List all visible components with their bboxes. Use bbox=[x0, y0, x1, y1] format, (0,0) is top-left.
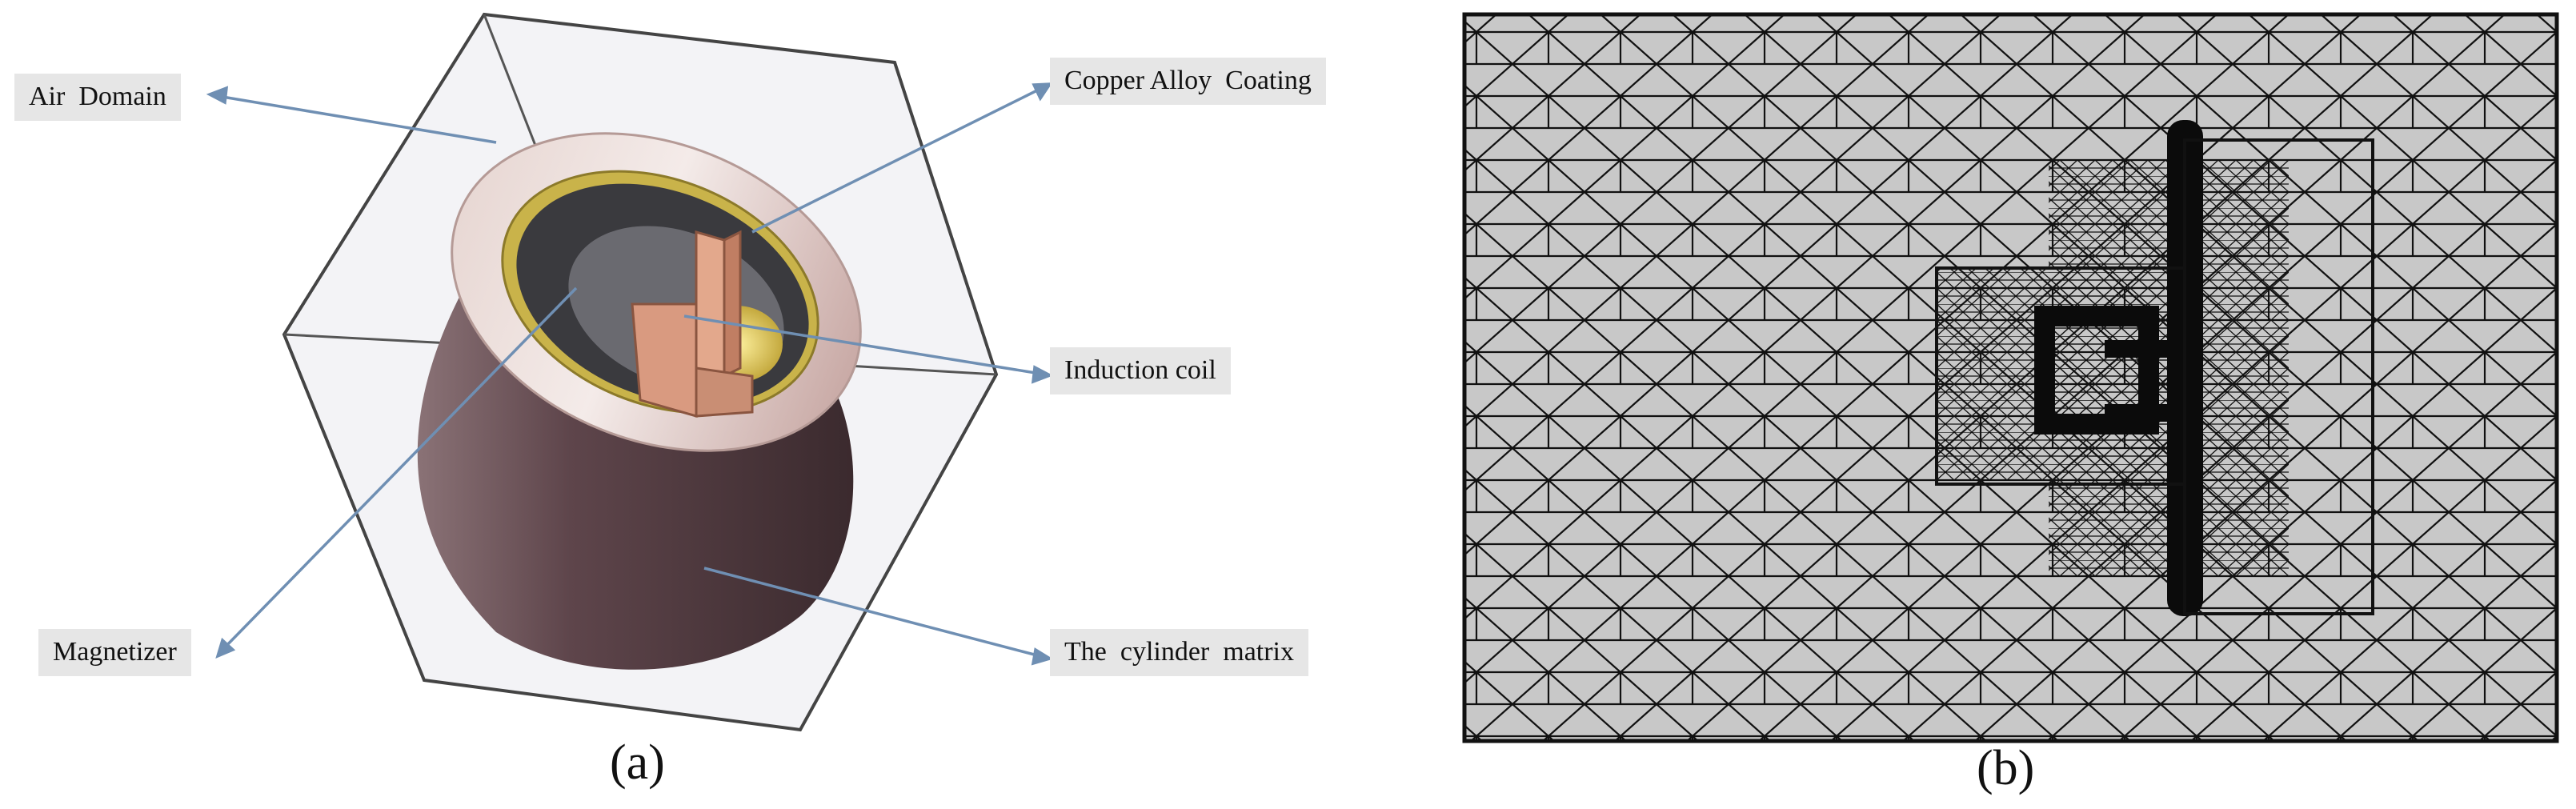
leader-magnetizer bbox=[221, 286, 578, 651]
mesh-frame bbox=[1462, 12, 2559, 743]
label-cylinder-matrix: The cylinder matrix bbox=[1050, 629, 1309, 676]
leader-air-domain bbox=[217, 94, 497, 144]
label-magnetizer: Magnetizer bbox=[38, 629, 191, 676]
mesh-dense-link bbox=[2105, 404, 2173, 422]
arrowhead bbox=[1031, 365, 1054, 384]
arrowhead bbox=[1032, 82, 1053, 102]
subdomain-boundary-right bbox=[2183, 138, 2374, 615]
panel-a-3d-model bbox=[206, 12, 1054, 732]
leader-induction-coil bbox=[683, 314, 1041, 375]
mesh-dense-coil bbox=[2034, 306, 2159, 435]
arrowhead bbox=[215, 637, 236, 659]
arrowhead bbox=[206, 86, 229, 105]
mesh-dense-link bbox=[2105, 340, 2173, 358]
caption-panel-a: (a) bbox=[610, 735, 665, 790]
label-copper-alloy-coating: Copper Alloy Coating bbox=[1050, 58, 1326, 105]
label-induction-coil: Induction coil bbox=[1050, 347, 1231, 394]
induction-coil bbox=[631, 230, 754, 418]
label-air-domain: Air Domain bbox=[14, 74, 181, 121]
panel-b-mesh bbox=[1462, 12, 2559, 743]
arrowhead bbox=[1031, 647, 1054, 666]
leader-copper-coating bbox=[751, 86, 1043, 234]
leader-cylinder-matrix bbox=[703, 567, 1041, 658]
caption-panel-b: (b) bbox=[1977, 741, 2035, 795]
